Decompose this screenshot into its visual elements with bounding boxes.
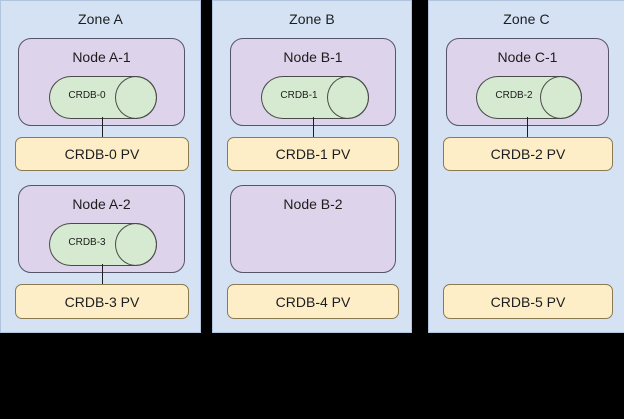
pod-crdb-3[interactable]: CRDB-3 [49, 223, 157, 266]
zone-c-title: Zone C [503, 11, 550, 27]
node-a-1[interactable]: Node A-1 CRDB-0 [18, 38, 185, 126]
pod-crdb-0[interactable]: CRDB-0 [49, 76, 157, 119]
connector-crdb-0-to-pv [102, 117, 103, 138]
pv-crdb-4-label: CRDB-4 PV [275, 293, 351, 310]
pod-cylinder-cap-icon [115, 223, 157, 266]
pod-crdb-1[interactable]: CRDB-1 [261, 76, 369, 119]
pv-crdb-1[interactable]: CRDB-1 PV [227, 137, 399, 171]
pv-crdb-5-label: CRDB-5 PV [490, 293, 566, 310]
node-b-2-label: Node B-2 [283, 196, 343, 212]
node-a-1-label: Node A-1 [72, 49, 131, 65]
connector-crdb-3-to-pv [102, 264, 103, 285]
zone-b-title: Zone B [289, 11, 335, 27]
zone-c-container: Zone C Node C-1 CRDB-2 CRDB-2 PV CRDB-5 … [428, 0, 624, 333]
node-b-1[interactable]: Node B-1 CRDB-1 [230, 38, 396, 126]
pod-crdb-2-label: CRDB-2 [495, 90, 533, 101]
zone-a-container: Zone A Node A-1 CRDB-0 CRDB-0 PV Node A-… [0, 0, 201, 333]
zone-a-title: Zone A [78, 11, 123, 27]
pv-crdb-0[interactable]: CRDB-0 PV [15, 137, 189, 171]
pod-cylinder-cap-icon [115, 76, 157, 119]
pv-crdb-2-label: CRDB-2 PV [490, 146, 566, 162]
pv-crdb-0-label: CRDB-0 PV [64, 146, 140, 162]
node-c-1-label: Node C-1 [497, 49, 558, 65]
pod-crdb-0-label: CRDB-0 [68, 90, 106, 101]
pv-crdb-3[interactable]: CRDB-3 PV [15, 284, 189, 319]
zone-b-container: Zone B Node B-1 CRDB-1 CRDB-1 PV Node B-… [212, 0, 412, 333]
pod-crdb-2[interactable]: CRDB-2 [476, 76, 582, 119]
node-a-2[interactable]: Node A-2 CRDB-3 [18, 185, 185, 273]
connector-crdb-1-to-pv [313, 117, 314, 138]
connector-crdb-2-to-pv [527, 117, 528, 138]
pv-crdb-3-label: CRDB-3 PV [64, 293, 140, 310]
pv-crdb-2[interactable]: CRDB-2 PV [443, 137, 613, 171]
pod-crdb-3-label: CRDB-3 [68, 237, 106, 248]
node-b-1-label: Node B-1 [283, 49, 343, 65]
pv-crdb-1-label: CRDB-1 PV [275, 146, 351, 162]
pod-cylinder-cap-icon [327, 76, 369, 119]
pod-cylinder-cap-icon [540, 76, 582, 119]
node-b-2[interactable]: Node B-2 [230, 185, 396, 273]
node-a-2-label: Node A-2 [72, 196, 131, 212]
pod-crdb-1-label: CRDB-1 [280, 90, 318, 101]
pv-crdb-4[interactable]: CRDB-4 PV [227, 284, 399, 319]
node-c-1[interactable]: Node C-1 CRDB-2 [446, 38, 609, 126]
pv-crdb-5[interactable]: CRDB-5 PV [443, 284, 613, 319]
